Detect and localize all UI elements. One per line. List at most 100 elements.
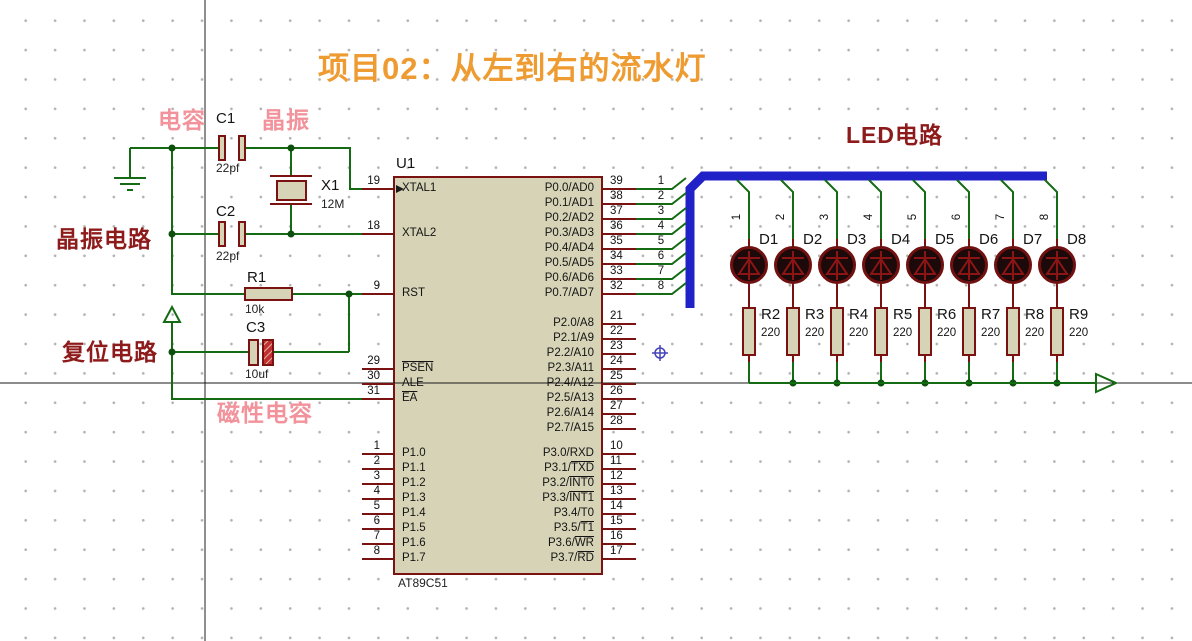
crystal-x1[interactable] [270, 175, 312, 205]
p0-bus[interactable] [685, 171, 1047, 308]
u1-part[interactable]: AT89C51 [398, 576, 448, 590]
led-D8-ref[interactable]: D8 [1067, 231, 1087, 248]
u1-ref[interactable]: U1 [396, 155, 416, 172]
led-D3[interactable] [818, 246, 856, 284]
r1-ref[interactable]: R1 [247, 269, 267, 286]
capacitor-c1[interactable] [218, 135, 246, 161]
c3-value[interactable]: 10uf [245, 367, 269, 381]
annotation-reset-circuit[interactable]: 复位电路 [62, 339, 158, 365]
led-D8[interactable] [1038, 246, 1076, 284]
resistor-R8[interactable] [1006, 307, 1020, 356]
resistor-R2-ref[interactable]: R2 [761, 306, 781, 323]
capacitor-c2[interactable] [218, 221, 246, 247]
wire-net-1[interactable] [636, 177, 687, 190]
c3-ref[interactable]: C3 [246, 319, 266, 336]
wire-bus-tap-7[interactable] [1000, 179, 1014, 239]
wire-net-3[interactable] [636, 207, 687, 220]
wire-bus-tap-1[interactable] [736, 179, 750, 239]
annotation-crystal[interactable]: 晶振 [262, 107, 310, 133]
wire-bus-tap-4[interactable] [868, 179, 882, 239]
led-D2[interactable] [774, 246, 812, 284]
net-label-8[interactable]: 8 [657, 280, 665, 292]
net-label-vertical-1[interactable]: 1 [731, 213, 743, 221]
net-label-vertical-3[interactable]: 3 [819, 213, 831, 221]
net-label-vertical-2[interactable]: 2 [775, 213, 787, 221]
resistor-R9-value[interactable]: 220 [1069, 327, 1089, 339]
resistor-R5-value[interactable]: 220 [893, 327, 913, 339]
resistor-R6[interactable] [918, 307, 932, 356]
resistor-R2-value[interactable]: 220 [761, 327, 781, 339]
resistor-R5-ref[interactable]: R5 [893, 306, 913, 323]
net-label-6[interactable]: 6 [657, 250, 665, 262]
annotation-crystal-circuit[interactable]: 晶振电路 [56, 226, 152, 252]
net-label-2[interactable]: 2 [657, 190, 665, 202]
net-label-vertical-4[interactable]: 4 [863, 213, 875, 221]
led-D5-ref[interactable]: D5 [935, 231, 955, 248]
led-D7-ref[interactable]: D7 [1023, 231, 1043, 248]
net-label-vertical-6[interactable]: 6 [951, 213, 963, 221]
led-D6[interactable] [950, 246, 988, 284]
c1-value[interactable]: 22pf [216, 161, 240, 175]
wire-net-7[interactable] [636, 267, 687, 280]
c1-ref[interactable]: C1 [216, 110, 236, 127]
led-D5[interactable] [906, 246, 944, 284]
net-label-5[interactable]: 5 [657, 235, 665, 247]
annotation-led-circuit[interactable]: LED电路 [846, 122, 943, 148]
resistor-R8-ref[interactable]: R8 [1025, 306, 1045, 323]
resistor-R7-value[interactable]: 220 [981, 327, 1001, 339]
annotation-magnetic-capacitor[interactable]: 磁性电容 [217, 400, 313, 426]
c2-ref[interactable]: C2 [216, 203, 236, 220]
led-D7[interactable] [994, 246, 1032, 284]
resistor-r1[interactable] [244, 287, 293, 301]
resistor-R3-ref[interactable]: R3 [805, 306, 825, 323]
resistor-R2[interactable] [742, 307, 756, 356]
power-arrow[interactable] [162, 304, 182, 323]
wire-net-8[interactable] [636, 282, 687, 295]
wire-bus-tap-2[interactable] [780, 179, 794, 239]
resistor-R3[interactable] [786, 307, 800, 356]
net-label-vertical-5[interactable]: 5 [907, 213, 919, 221]
resistor-R6-ref[interactable]: R6 [937, 306, 957, 323]
resistor-R3-value[interactable]: 220 [805, 327, 825, 339]
resistor-R9-ref[interactable]: R9 [1069, 306, 1089, 323]
net-label-3[interactable]: 3 [657, 205, 665, 217]
led-D1-ref[interactable]: D1 [759, 231, 779, 248]
chip-body[interactable] [393, 176, 603, 575]
wire-net-6[interactable] [636, 252, 687, 265]
resistor-R8-value[interactable]: 220 [1025, 327, 1045, 339]
wire-bus-tap-8[interactable] [1044, 179, 1058, 239]
x1-ref[interactable]: X1 [321, 177, 340, 194]
resistor-R7-ref[interactable]: R7 [981, 306, 1001, 323]
wire-net-5[interactable] [636, 237, 687, 250]
net-label-vertical-8[interactable]: 8 [1039, 213, 1051, 221]
c2-value[interactable]: 22pf [216, 249, 240, 263]
led-D1[interactable] [730, 246, 768, 284]
wire-net-4[interactable] [636, 222, 687, 235]
wire-bus-tap-6[interactable] [956, 179, 970, 239]
led-D4[interactable] [862, 246, 900, 284]
net-label-7[interactable]: 7 [657, 265, 665, 277]
page-title[interactable]: 项目02：从左到右的流水灯 [318, 51, 707, 86]
net-label-1[interactable]: 1 [657, 175, 665, 187]
ground-symbol[interactable] [114, 148, 146, 191]
resistor-R9[interactable] [1050, 307, 1064, 356]
led-D3-ref[interactable]: D3 [847, 231, 867, 248]
capacitor-c3[interactable] [248, 339, 274, 366]
led-D2-ref[interactable]: D2 [803, 231, 823, 248]
net-label-4[interactable]: 4 [657, 220, 665, 232]
net-label-vertical-7[interactable]: 7 [995, 213, 1007, 221]
wire-bus-tap-3[interactable] [824, 179, 838, 239]
wire-bus-tap-5[interactable] [912, 179, 926, 239]
resistor-R7[interactable] [962, 307, 976, 356]
resistor-R6-value[interactable]: 220 [937, 327, 957, 339]
resistor-R4-ref[interactable]: R4 [849, 306, 869, 323]
resistor-R4[interactable] [830, 307, 844, 356]
led-D4-ref[interactable]: D4 [891, 231, 911, 248]
led-D6-ref[interactable]: D6 [979, 231, 999, 248]
x1-value[interactable]: 12M [321, 197, 345, 211]
resistor-R5[interactable] [874, 307, 888, 356]
left-wires[interactable] [130, 147, 362, 400]
r1-value[interactable]: 10k [245, 302, 265, 316]
resistor-R4-value[interactable]: 220 [849, 327, 869, 339]
annotation-capacitor[interactable]: 电容 [158, 107, 206, 133]
